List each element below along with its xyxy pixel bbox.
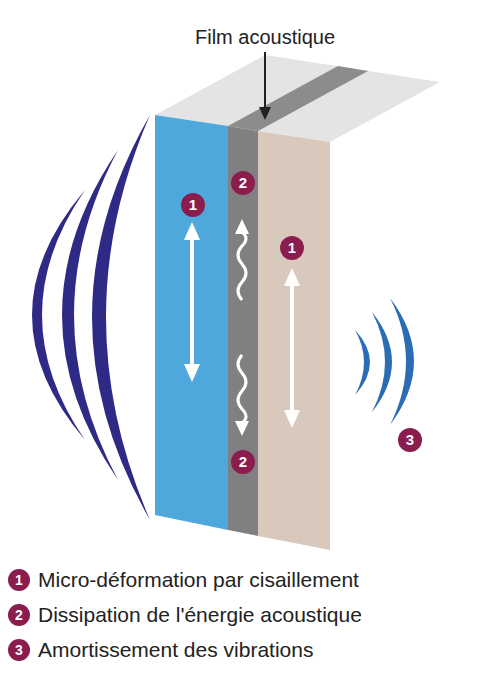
glass-pane-back — [258, 131, 330, 550]
callout-number: 2 — [231, 450, 255, 474]
legend-text: Micro-déformation par cisaillement — [38, 568, 359, 592]
acoustic-film — [228, 126, 258, 536]
incoming-sound-waves — [32, 115, 150, 520]
legend-item: 1 Micro-déformation par cisaillement — [8, 562, 362, 597]
film-top-strip — [228, 66, 368, 131]
leader-line — [264, 52, 266, 110]
sound-wave — [62, 150, 118, 480]
callout-number: 3 — [398, 428, 422, 452]
callout-number: 2 — [15, 607, 23, 623]
dissipation-arrows — [238, 232, 246, 423]
legend-swatch: 1 — [8, 569, 30, 591]
sound-wave — [92, 115, 150, 520]
wavy-arrow — [238, 232, 246, 300]
arrow-head — [184, 222, 200, 240]
legend-item: 3 Amortissement des vibrations — [8, 632, 362, 667]
arrow-head — [184, 364, 200, 382]
wavy-arrow — [238, 355, 246, 423]
callout-number: 3 — [15, 642, 23, 658]
arrow-head — [284, 268, 300, 286]
transmitted-sound-waves — [355, 298, 414, 425]
glass-pane-front — [155, 115, 228, 530]
legend: 1 Micro-déformation par cisaillement 2 Diss… — [8, 562, 362, 667]
arrow-head — [284, 410, 300, 428]
arrow-head — [235, 421, 249, 436]
arrow-head — [235, 219, 249, 234]
shear-arrow — [190, 236, 194, 368]
sound-wave — [390, 298, 414, 425]
callout-number: 1 — [15, 572, 23, 588]
legend-text: Amortissement des vibrations — [38, 638, 313, 662]
legend-swatch: 3 — [8, 639, 30, 661]
arrow-head — [259, 107, 271, 120]
sound-wave — [32, 190, 85, 440]
callout-number: 1 — [280, 236, 304, 260]
legend-text: Dissipation de l'énergie acoustique — [38, 603, 362, 627]
shear-arrow — [290, 282, 294, 414]
legend-item: 2 Dissipation de l'énergie acoustique — [8, 597, 362, 632]
part-label: Film acoustique — [192, 26, 338, 49]
callout-number: 2 — [231, 171, 255, 195]
callout-number: 1 — [181, 193, 205, 217]
legend-swatch: 2 — [8, 604, 30, 626]
sound-wave — [355, 330, 370, 395]
sound-wave — [372, 312, 392, 412]
